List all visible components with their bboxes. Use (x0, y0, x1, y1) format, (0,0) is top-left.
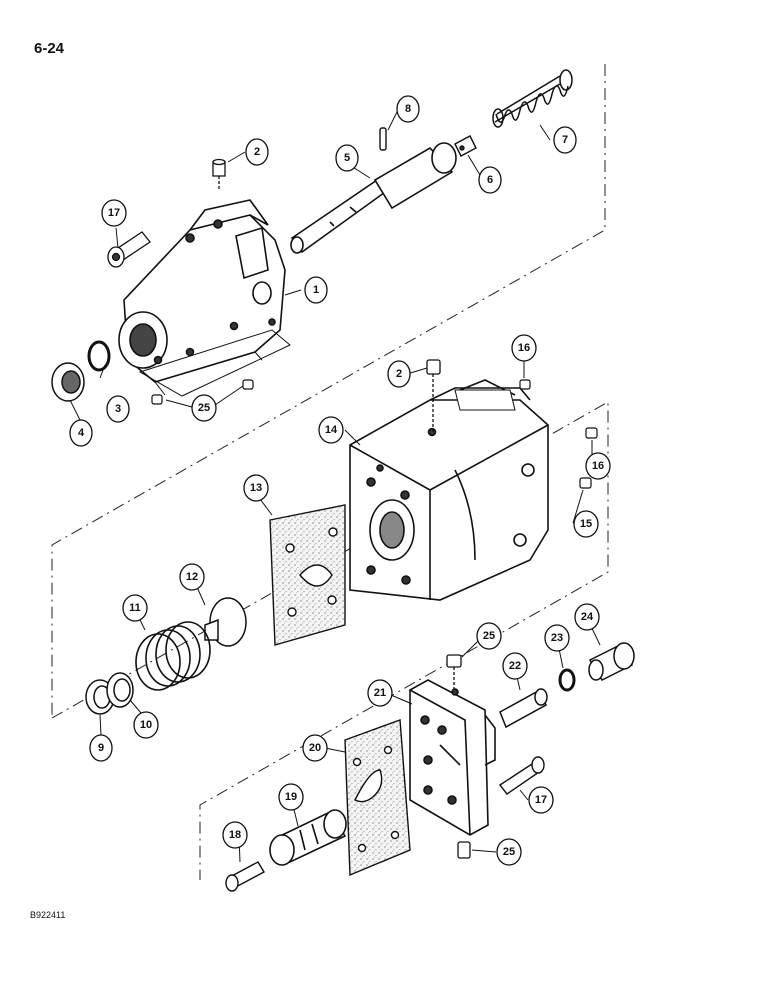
callout-2-middle: 2 (387, 360, 411, 388)
callout-label: 25 (503, 846, 515, 858)
spool-lower (269, 809, 347, 866)
callout-12: 12 (179, 563, 205, 591)
callout-label: 16 (518, 342, 530, 354)
callout-25-upper: 25 (191, 394, 217, 422)
gasket-lower (344, 719, 411, 877)
callout-label: 21 (374, 687, 386, 699)
callout-15: 15 (573, 510, 599, 538)
plug-16-top (519, 379, 531, 390)
cap-screw-17-upper (107, 231, 151, 268)
callout-label: 12 (186, 571, 198, 583)
plug-25-upper-b (242, 379, 254, 390)
callout-20: 20 (302, 734, 328, 762)
callout-label: 2 (396, 368, 402, 380)
callout-7: 7 (553, 126, 577, 154)
callout-label: 17 (108, 207, 120, 219)
callout-label: 14 (325, 424, 338, 436)
callout-label: 17 (535, 794, 547, 806)
callout-16-side: 16 (585, 452, 611, 480)
spring-upper (492, 69, 573, 128)
callout-1: 1 (304, 276, 328, 304)
callout-2-upper: 2 (245, 138, 269, 166)
callout-label: 25 (483, 630, 495, 642)
callout-10: 10 (133, 711, 159, 739)
callout-5: 5 (335, 144, 359, 172)
callout-14: 14 (318, 416, 344, 444)
callout-label: 15 (580, 518, 592, 530)
plug-screw-2-upper (212, 158, 226, 190)
cap-plug (588, 642, 635, 681)
callout-9: 9 (89, 734, 113, 762)
washer-inner (106, 672, 134, 708)
callout-label: 24 (581, 611, 594, 623)
callout-label: 7 (562, 134, 568, 146)
link-plate (454, 135, 477, 157)
callout-label: 20 (309, 742, 321, 754)
cap-screw-17-lower (498, 756, 545, 795)
callout-label: 3 (115, 403, 121, 415)
page-number: 6-24 (34, 40, 65, 57)
callout-17-lower: 17 (528, 786, 554, 814)
callout-23: 23 (544, 624, 570, 652)
spool (290, 142, 457, 254)
callout-label: 11 (129, 602, 141, 614)
callout-6: 6 (478, 166, 502, 194)
callout-25-lower-bottom: 25 (496, 838, 522, 866)
bolt-lower (225, 861, 265, 892)
valve-body-upper (118, 199, 286, 396)
callout-4: 4 (69, 419, 93, 447)
callout-11: 11 (122, 594, 148, 622)
o-ring-lower (558, 668, 576, 692)
callout-17-upper: 17 (101, 199, 127, 227)
callout-label: 18 (229, 829, 241, 841)
callout-label: 23 (551, 632, 563, 644)
callout-label: 2 (254, 146, 260, 158)
o-ring-upper (87, 340, 111, 372)
spring-lower (135, 621, 211, 691)
callout-13: 13 (243, 474, 269, 502)
fitting (499, 688, 548, 729)
figure-code: B922411 (30, 910, 66, 920)
callout-label: 13 (250, 482, 262, 494)
plug-25-lower-bottom (457, 841, 471, 859)
pump-body (349, 379, 549, 601)
plug-25-upper-a (151, 394, 163, 405)
callout-3: 3 (106, 395, 130, 423)
plug-15-side (579, 477, 592, 489)
leader-lines (69, 109, 601, 863)
callout-label: 22 (509, 660, 521, 672)
callout-label: 6 (487, 174, 493, 186)
piston-disk (204, 597, 247, 647)
upper-body-cover-plate (138, 329, 291, 397)
pin (379, 127, 387, 151)
plug-screw-2-middle (426, 359, 441, 432)
callout-label: 19 (285, 791, 297, 803)
callout-label: 25 (198, 402, 210, 414)
plug-25-lower-top (446, 654, 462, 690)
callout-19: 19 (278, 783, 304, 811)
gasket-upper (269, 504, 346, 646)
callout-21: 21 (367, 679, 393, 707)
callout-label: 10 (140, 719, 152, 731)
callout-16-top: 16 (511, 334, 537, 362)
callout-label: 4 (78, 427, 85, 439)
lower-valve-plate (409, 679, 496, 836)
callout-label: 16 (592, 460, 604, 472)
callout-18: 18 (222, 821, 248, 849)
plug-16-side (585, 427, 598, 439)
callout-label: 9 (98, 742, 104, 754)
callout-8: 8 (396, 95, 420, 123)
pump-body-nameplate (454, 389, 516, 411)
callout-label: 8 (405, 103, 411, 115)
callout-24: 24 (574, 603, 600, 631)
callout-label: 1 (313, 284, 319, 296)
callout-22: 22 (502, 652, 528, 680)
callout-label: 5 (344, 152, 350, 164)
callout-25-lower-top: 25 (476, 622, 502, 650)
seal (51, 362, 85, 402)
